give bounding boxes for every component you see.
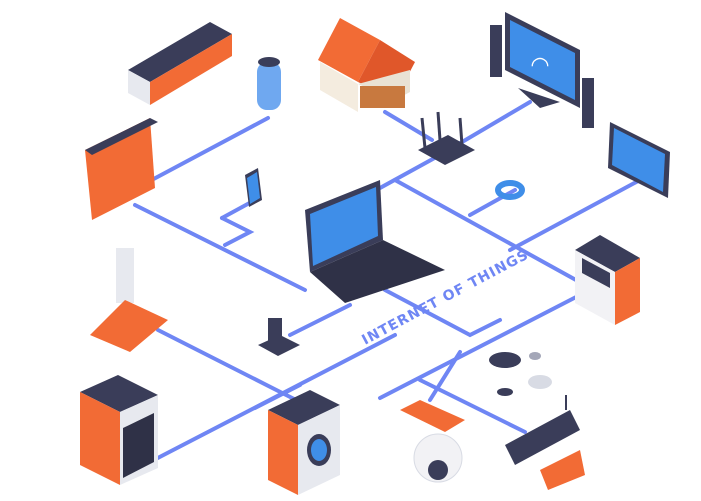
air-conditioner bbox=[128, 22, 232, 105]
smart-house bbox=[318, 18, 415, 112]
security-keypad bbox=[575, 235, 640, 325]
sensors bbox=[489, 352, 552, 396]
router bbox=[418, 111, 475, 165]
cctv-camera bbox=[505, 395, 585, 490]
fitness-band bbox=[495, 180, 525, 200]
dome-camera bbox=[400, 400, 465, 483]
charging-dock bbox=[258, 318, 300, 356]
smartphone bbox=[245, 168, 262, 207]
tv-with-speakers: ◠ bbox=[490, 12, 594, 128]
washing-machine bbox=[268, 390, 340, 495]
humidifier bbox=[257, 57, 281, 110]
tablet bbox=[608, 122, 670, 198]
svg-text:◠: ◠ bbox=[530, 53, 549, 78]
range-hood bbox=[90, 248, 168, 352]
radiator bbox=[85, 118, 158, 220]
oven bbox=[80, 375, 158, 485]
laptop bbox=[305, 180, 445, 303]
